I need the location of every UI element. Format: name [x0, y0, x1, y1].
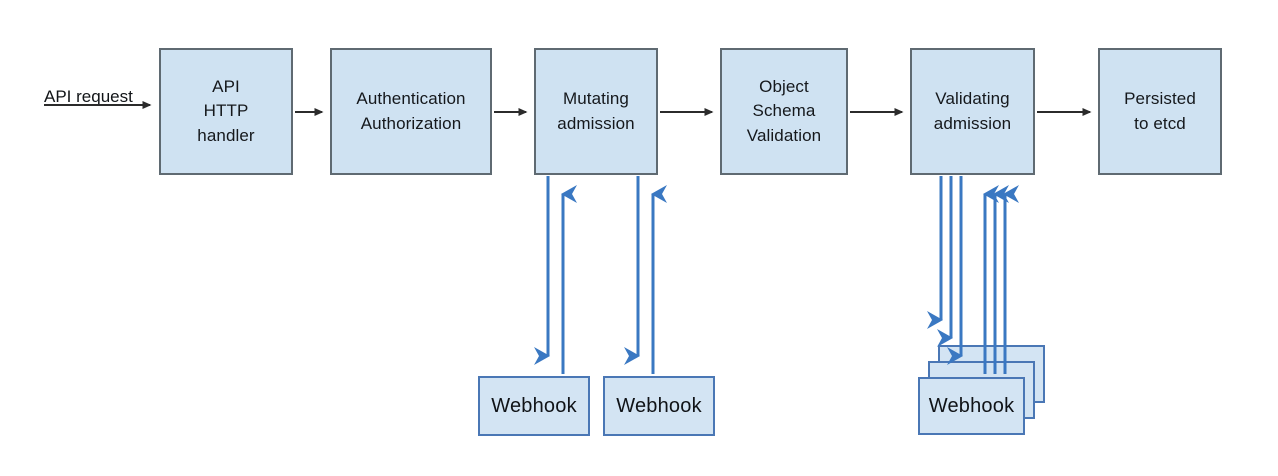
callout-mutating-webhook-1	[534, 176, 577, 374]
callout-mutating-webhook-2	[624, 176, 667, 374]
stage-label: Mutating admission	[557, 88, 635, 133]
stage-authn-authz[interactable]: Authentication Authorization	[330, 48, 492, 175]
stage-label: Persisted to etcd	[1124, 88, 1196, 133]
stage-api-http-handler[interactable]: API HTTP handler	[159, 48, 293, 175]
webhook-label: Webhook	[491, 394, 577, 417]
stage-validating-admission[interactable]: Validating admission	[910, 48, 1035, 175]
webhook-box-mutating-2[interactable]: Webhook	[603, 376, 715, 436]
stage-persisted-to-etcd[interactable]: Persisted to etcd	[1098, 48, 1222, 175]
api-request-label: API request	[44, 87, 133, 106]
webhook-label: Webhook	[928, 394, 1015, 417]
stage-label: API HTTP handler	[197, 76, 255, 145]
stage-label: Object Schema Validation	[746, 76, 822, 145]
stage-label: Authentication Authorization	[356, 88, 466, 133]
stage-mutating-admission[interactable]: Mutating admission	[534, 48, 658, 175]
stage-label: Validating admission	[933, 88, 1012, 133]
webhook-box-validating-stack-front[interactable]: Webhook	[918, 377, 1025, 435]
webhook-box-mutating-1[interactable]: Webhook	[478, 376, 590, 436]
webhook-label: Webhook	[616, 394, 702, 417]
stage-object-schema-validation[interactable]: Object Schema Validation	[720, 48, 848, 175]
